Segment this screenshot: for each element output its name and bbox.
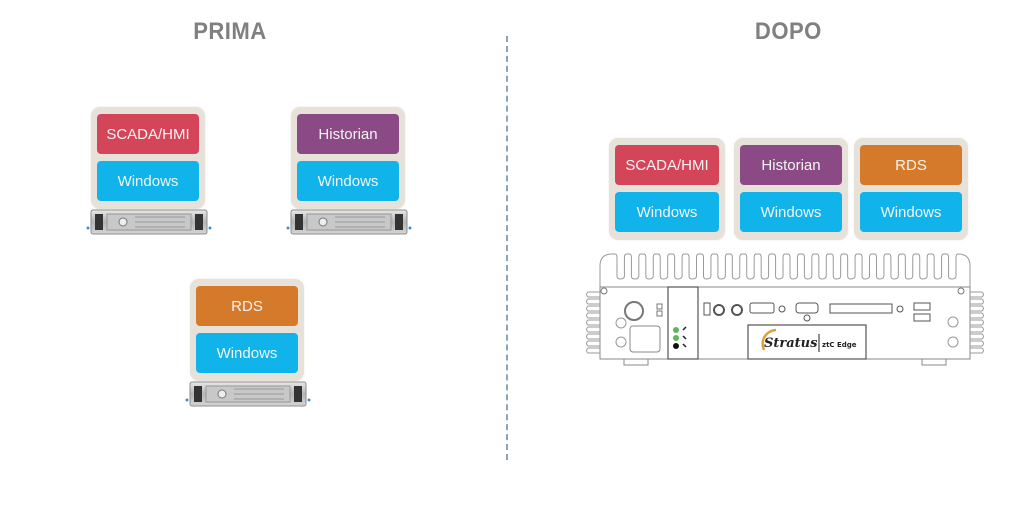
side-fin	[970, 333, 984, 340]
status-panel	[667, 286, 699, 360]
usb-port	[913, 313, 931, 322]
brand-plate	[747, 324, 867, 360]
after-heading: DOPO	[754, 18, 822, 45]
side-fin	[586, 305, 600, 312]
os-layer: Windows	[615, 192, 719, 232]
displayport	[749, 302, 775, 314]
led-indicator	[673, 327, 679, 333]
side-fin	[586, 298, 600, 305]
rack-server-icon	[86, 209, 212, 235]
rack-server-icon	[185, 381, 311, 407]
led-indicator	[673, 335, 679, 341]
app-layer: Historian	[740, 145, 842, 185]
app-layer: RDS	[196, 286, 298, 326]
device-foot	[921, 358, 947, 366]
os-layer: Windows	[97, 161, 199, 201]
side-fin	[586, 326, 600, 333]
os-layer: Windows	[860, 192, 962, 232]
edge-computer-device: Stratus ztC Edge	[586, 253, 984, 366]
before-heading: PRIMA	[193, 18, 267, 45]
vm-stack-card: SCADA/HMI Windows	[91, 107, 205, 209]
vm-stack-card: SCADA/HMI Windows	[609, 138, 725, 240]
side-fins	[586, 291, 984, 354]
section-divider	[506, 36, 508, 460]
app-layer: SCADA/HMI	[97, 114, 199, 154]
side-fin	[970, 291, 984, 298]
side-fin	[970, 319, 984, 326]
side-fin	[970, 347, 984, 354]
model-name: ztC Edge	[822, 341, 857, 349]
os-layer: Windows	[196, 333, 298, 373]
side-fin	[586, 291, 600, 298]
app-layer: RDS	[860, 145, 962, 185]
side-fin	[970, 340, 984, 347]
hdmi-port	[795, 302, 819, 314]
vent-grille	[629, 325, 661, 353]
vm-stack-card: RDS Windows	[190, 279, 304, 381]
heatsink-fins	[599, 253, 971, 287]
side-fin	[970, 298, 984, 305]
side-fin	[586, 333, 600, 340]
brand-name: Stratus	[764, 336, 818, 351]
heatsink-fin-outline	[599, 253, 971, 287]
side-fin	[970, 326, 984, 333]
power-button	[624, 301, 644, 321]
rack-server-icon	[286, 209, 412, 235]
vm-stack-card: RDS Windows	[854, 138, 968, 240]
side-fin	[586, 319, 600, 326]
side-fin	[586, 312, 600, 319]
vm-stack-card: Historian Windows	[291, 107, 405, 209]
os-layer: Windows	[740, 192, 842, 232]
app-layer: Historian	[297, 114, 399, 154]
side-fin	[970, 312, 984, 319]
os-layer: Windows	[297, 161, 399, 201]
usb-port	[913, 302, 931, 311]
app-layer: SCADA/HMI	[615, 145, 719, 185]
device-foot	[623, 358, 649, 366]
side-fin	[586, 340, 600, 347]
side-fin	[970, 305, 984, 312]
led-indicator	[673, 343, 679, 349]
expansion-slot	[829, 303, 893, 314]
vm-stack-card: Historian Windows	[734, 138, 848, 240]
side-fin	[586, 347, 600, 354]
